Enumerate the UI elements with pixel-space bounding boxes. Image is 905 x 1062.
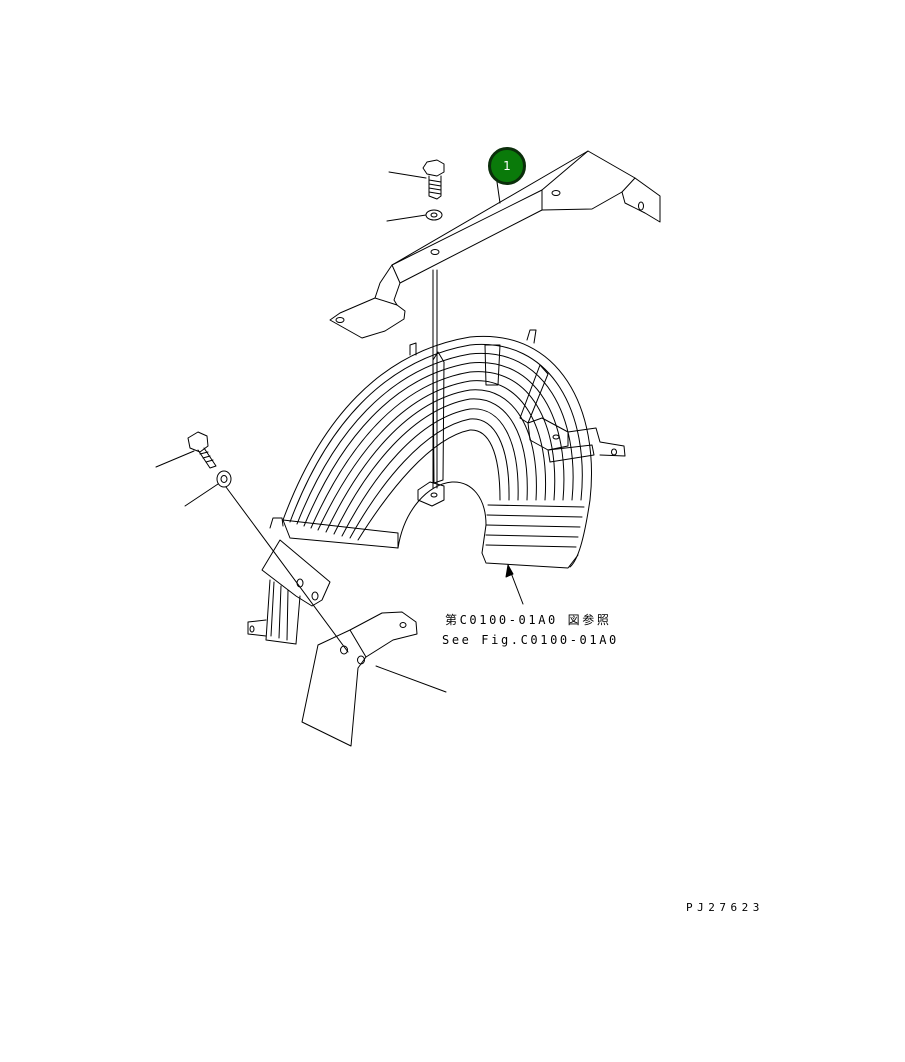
callout-1-number: 1 [503,159,511,173]
left-bolt [155,431,217,469]
fender-guard [269,329,626,605]
reference-english: See Fig.C0100-01A0 [442,633,619,647]
top-washer [386,209,443,222]
drawing-code: PJ27623 [686,901,764,914]
top-bracket [329,150,661,339]
callout-1[interactable]: 1 [488,147,526,185]
bottom-plate [301,611,447,747]
left-washer [184,470,349,653]
fender-lower-bracket [247,539,331,645]
top-bolt [388,159,445,200]
reference-japanese: 第C0100-01A0 図参照 [445,613,612,627]
